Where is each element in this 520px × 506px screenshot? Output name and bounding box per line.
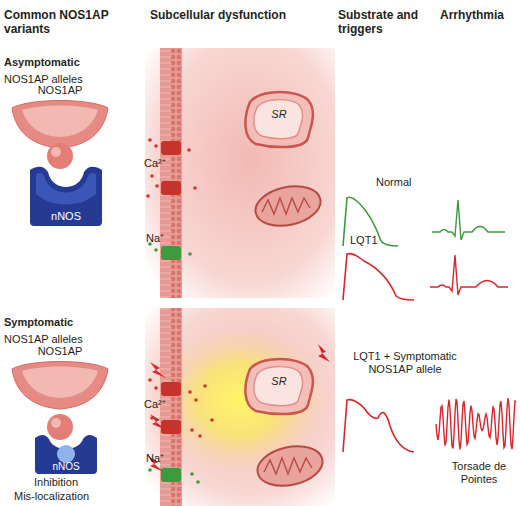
action-potential-lqt1 <box>343 254 414 300</box>
membrane <box>160 48 182 298</box>
cell-panel-bottom <box>145 308 335 506</box>
column-header: Arrhythmia <box>440 8 520 22</box>
na-channel <box>161 468 181 482</box>
ca-channel <box>161 382 181 396</box>
trace-label: LQT1 + Symptomatic NOS1AP allele <box>340 350 470 376</box>
trace-label: Normal <box>376 176 436 189</box>
action-potential-ead <box>343 400 414 452</box>
state-label: Mis-localization <box>14 490 124 503</box>
na-channel <box>161 246 181 260</box>
nos1ap-shape <box>0 345 120 445</box>
torsade-trace <box>436 398 516 449</box>
state-label: Inhibition <box>34 476 124 489</box>
node-text: NOS1AP <box>0 84 120 97</box>
mitochondrion <box>254 441 326 492</box>
nos1ap-protein: NOS1AP <box>0 84 120 174</box>
ca-channel <box>161 141 181 155</box>
cytoplasm <box>145 48 335 298</box>
ecg-normal <box>432 200 505 240</box>
na-ions <box>148 468 200 484</box>
cell-panel-top <box>145 48 335 298</box>
ca-channel <box>161 181 181 195</box>
ion-label: Ca²⁺ <box>144 157 184 170</box>
node-text: SR <box>242 375 316 388</box>
nnos-protein: nNOS <box>30 164 102 226</box>
ca-channel <box>161 420 181 434</box>
sarcoplasmic-reticulum: SR <box>242 88 316 152</box>
row-title: Asymptomatic <box>4 56 124 69</box>
sarcoplasmic-reticulum: SR <box>242 355 316 419</box>
nos1ap-protein: NOS1AP <box>0 345 120 445</box>
arrhythmia-label: Torsade de Pointes <box>438 460 520 486</box>
node-text: NOS1AP <box>0 345 120 358</box>
node-text: nNOS <box>30 210 102 223</box>
ion-label: Ca²⁺ <box>144 398 184 411</box>
column-header: Substrate and triggers <box>338 8 433 36</box>
trace-label: LQT1 <box>350 234 400 247</box>
na-ions <box>148 242 192 256</box>
column-header: Common NOS1AP variants <box>4 8 134 36</box>
ion-label: Na⁺ <box>146 452 186 465</box>
ion-label: Na⁺ <box>146 232 186 245</box>
row-title: Symptomatic <box>4 316 124 329</box>
column-header: Subcellular dysfunction <box>150 8 335 22</box>
node-text: SR <box>242 108 316 121</box>
mitochondrion <box>252 181 324 232</box>
nnos-protein: nNOS <box>35 432 97 474</box>
node-text: nNOS <box>35 460 97 473</box>
ecg-lqt1 <box>430 255 508 295</box>
row-subtitle: NOS1AP alleles <box>4 333 124 346</box>
cytoplasm <box>145 308 335 506</box>
nos1ap-shape <box>0 84 120 174</box>
